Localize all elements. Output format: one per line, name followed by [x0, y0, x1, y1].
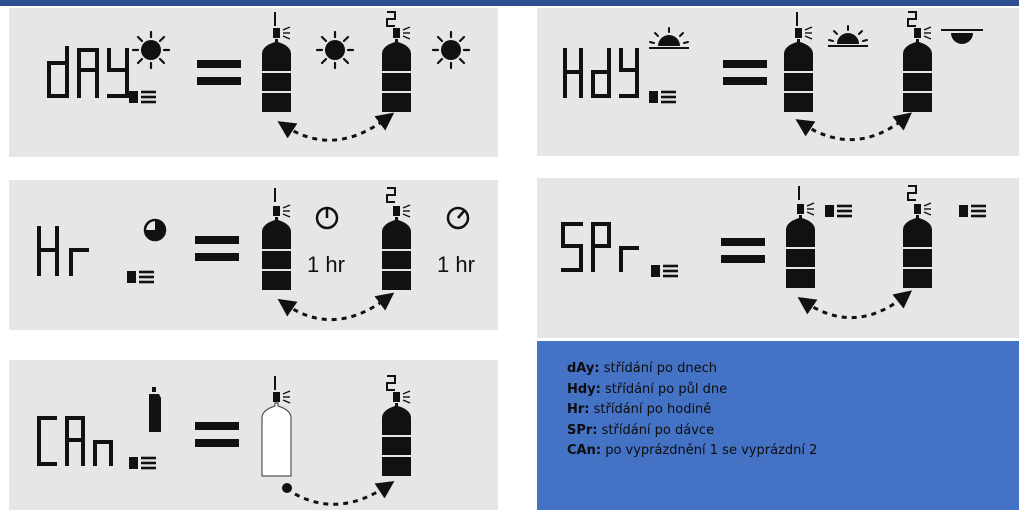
equals-sign — [723, 60, 767, 85]
spray-icon — [647, 89, 678, 105]
transfer-start-dot — [282, 483, 292, 493]
can-number-2 — [386, 11, 396, 27]
interval-label: 1 hr — [307, 252, 345, 277]
swap-arrow — [277, 112, 395, 142]
spray-can-icon — [902, 202, 933, 289]
panel-can — [9, 360, 498, 510]
top-bar — [0, 0, 1019, 6]
swap-arrow — [797, 290, 913, 320]
legend-item-spr: SPr: střídání po dávce — [567, 422, 715, 438]
spray-can-icon — [261, 26, 292, 113]
clock-icon — [446, 206, 470, 230]
legend-item-can: CAn: po vyprázdnění 1 se vyprázdní 2 — [567, 443, 818, 458]
can-number-2 — [907, 11, 917, 27]
half-sun-icon — [827, 25, 869, 47]
spray-can-icon — [785, 202, 816, 289]
panel-hr: 1 hr 1 hr — [9, 180, 498, 330]
interval-label: 1 hr — [437, 252, 475, 277]
spray-can-icon — [381, 26, 412, 113]
spray-can-icon — [381, 390, 412, 477]
segment-code-hdy — [563, 48, 639, 98]
panel-day — [9, 8, 498, 157]
panel-spr — [537, 178, 1019, 338]
spray-icon — [957, 203, 988, 219]
empty-spray-can-icon — [261, 390, 292, 477]
small-can-icon — [149, 387, 161, 432]
sun-icon — [315, 30, 355, 70]
spray-can-icon — [902, 26, 933, 113]
legend-item-hdy: Hdy: střídání po půl dne — [567, 381, 728, 397]
can-number-2 — [386, 187, 396, 203]
sun-icon — [431, 30, 471, 70]
equals-sign — [197, 60, 241, 85]
can-number-2 — [907, 185, 917, 201]
equals-sign — [721, 238, 765, 263]
clock-icon — [315, 206, 339, 230]
equals-sign — [195, 236, 239, 261]
panel-hdy — [537, 8, 1019, 156]
spray-icon — [823, 203, 854, 219]
segment-code-hr — [37, 226, 89, 276]
spray-can-icon — [381, 204, 412, 291]
spray-icon — [125, 269, 156, 285]
legend-box: dAy: střídání po dnech Hdy: střídání po … — [537, 341, 1019, 510]
legend-item-day: dAy: střídání po dnech — [567, 361, 717, 376]
equals-sign — [195, 422, 239, 447]
spray-icon — [127, 89, 158, 105]
segment-code-can — [37, 416, 113, 466]
spray-icon — [127, 455, 158, 471]
spray-can-icon — [783, 26, 814, 113]
half-sun-icon — [648, 27, 690, 49]
spray-icon — [649, 263, 680, 279]
swap-arrow — [277, 292, 395, 322]
sun-icon — [131, 30, 171, 70]
legend-item-hr: Hr: střídání po hodině — [567, 402, 712, 417]
swap-arrow — [795, 112, 913, 142]
can-number-2 — [386, 375, 396, 391]
segment-code-day — [47, 46, 129, 98]
transfer-arrow — [294, 481, 395, 506]
spray-can-icon — [261, 204, 292, 291]
segment-code-spr — [561, 222, 639, 272]
clock-quarter-icon — [143, 218, 167, 242]
evening-sun-icon — [951, 33, 973, 44]
